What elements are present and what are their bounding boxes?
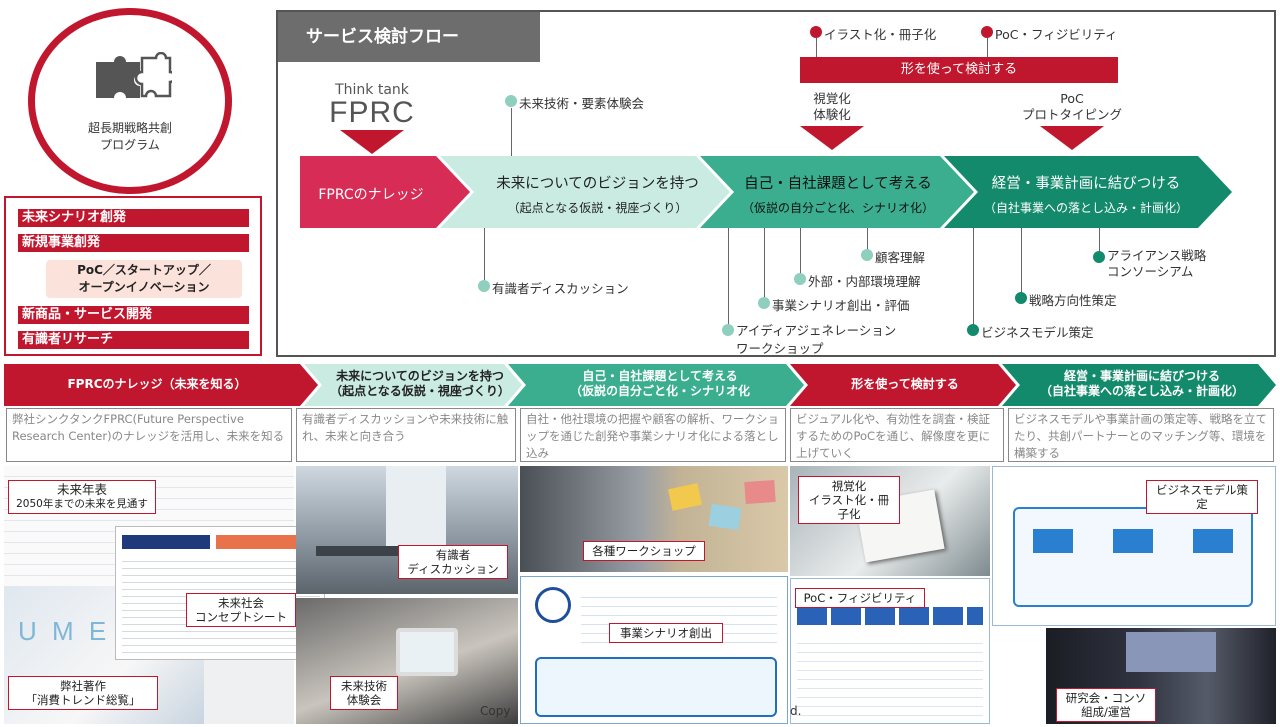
dot-icon [981, 26, 993, 38]
caption-bizmodel: ビジネスモデル策定 [1146, 480, 1258, 514]
phase-2: 未来についてのビジョンを持つ（起点となる仮説・視座づくり） [330, 369, 510, 398]
dot-icon [810, 26, 822, 38]
caption-workshop: 各種ワークショップ [583, 541, 705, 561]
label-strategy: 戦略方向性策定 [1029, 293, 1117, 308]
puzzle-icon [96, 52, 172, 98]
phase-3: 自己・自社課題として考える（仮説の自分ごと化・シナリオ化 [569, 369, 750, 398]
flow-seg3-label: 自己・自社課題として考える （仮説の自分ごと化、シナリオ化） [741, 176, 934, 215]
label-poc-feas: PoC・フィジビリティ [995, 27, 1118, 42]
list-item-expert-research: 有識者リサーチ [18, 331, 249, 349]
caption-expert: 有識者ディスカッション [398, 545, 508, 579]
flow-segment-1 [300, 156, 470, 228]
phase-4: 形を使って検討する [851, 377, 959, 391]
dot-icon [794, 273, 806, 285]
flow-seg4-label: 経営・事業計画に結びつける （自社事業への落とし込み・計画化） [983, 176, 1188, 215]
dot-icon [1093, 251, 1105, 263]
connector-line [987, 38, 988, 57]
label-bizmodel: ビジネスモデル策定 [981, 325, 1094, 340]
connector-line [1021, 228, 1022, 298]
dot-icon [505, 95, 517, 107]
connector-line [1099, 228, 1100, 254]
connector-line [800, 228, 801, 273]
connector-line [764, 228, 765, 298]
dot-icon [478, 280, 490, 292]
connector-line [511, 108, 512, 158]
flow-segment-2 [440, 156, 730, 228]
program-title: 超長期戦略共創 プログラム [87, 121, 172, 152]
service-flow-frame [276, 10, 1276, 357]
caption-book: 弊社著作「消費トレンド総覧」 [8, 676, 158, 710]
flow-title: サービス検討フロー [278, 12, 540, 62]
label-future-tech: 未来技術・要素体験会 [519, 96, 645, 111]
desc-phase-1: 弊社シンクタンクFPRC(Future Perspective Research… [6, 408, 292, 462]
dot-icon [722, 324, 734, 336]
label-visualize: 視覚化体験化 [813, 91, 851, 122]
poc-down-arrow [1040, 126, 1104, 150]
connector-line [867, 228, 868, 250]
copyright-text: Copy [480, 704, 511, 718]
visualize-down-arrow [800, 126, 864, 150]
desc-phase-5: ビジネスモデルや事業計画の策定等、戦略を立てたり、共創パートナーとのマッチング等… [1008, 408, 1274, 462]
dot-icon [967, 324, 979, 336]
program-circle [28, 8, 232, 194]
list-item-poc: PoC／スタートアップ／ オープンイノベーション [46, 260, 242, 298]
desc-phase-3: 自社・他社環境の把握や顧客の解析、ワークショップを通じた創発や事業シナリオ化によ… [520, 408, 786, 462]
photo-study-group [1046, 628, 1276, 724]
label-expert-discussion: 有識者ディスカッション [492, 281, 629, 296]
caption-tech: 未来技術体験会 [330, 676, 398, 710]
label-environment: 外部・内部環境理解 [808, 274, 921, 289]
service-list-box: 未来シナリオ創発 新規事業創発 PoC／スタートアップ／ オープンイノベーション… [4, 196, 262, 356]
caption-poc: PoC・フィジビリティ [795, 588, 925, 608]
desc-phase-2: 有識者ディスカッションや未来技術に触れ、未来と向き合う [296, 408, 516, 462]
connector-line [816, 38, 817, 57]
caption-visualize: 視覚化イラスト化・冊子化 [798, 476, 900, 524]
flow-segment-4 [944, 156, 1232, 228]
phase-arrow-band [4, 364, 1276, 406]
label-idea-workshop: アイディアジェネレーションワークショップ [736, 323, 897, 356]
connector-line [973, 228, 974, 325]
list-item-future-scenario: 未来シナリオ創発 [18, 209, 249, 227]
fprc-down-arrow [340, 130, 404, 154]
flow-seg1-label: FPRCのナレッジ [318, 187, 424, 203]
list-item-new-business: 新規事業創発 [18, 234, 249, 252]
connector-line [484, 228, 485, 280]
caption-scenario: 事業シナリオ創出 [609, 623, 723, 643]
dot-icon [1015, 292, 1027, 304]
label-scenario: 事業シナリオ創出・評価 [772, 298, 910, 313]
label-illust: イラスト化・冊子化 [824, 27, 937, 42]
flow-seg2-label: 未来についてのビジョンを持つ （起点となる仮説・視座づくり） [496, 176, 699, 215]
flow-arrow-band [300, 156, 1232, 228]
dot-icon [861, 249, 873, 261]
caption-nenpyo: 未来年表 2050年までの未来を見通す [8, 480, 156, 514]
photo-scenario [520, 576, 788, 724]
dot-icon [758, 297, 770, 309]
label-customer: 顧客理解 [875, 250, 926, 265]
desc-phase-4: ビジュアル化や、有効性を調査・検証するためのPoCを通じ、解像度を更に上げていく [790, 408, 1004, 462]
caption-study: 研究会・コンソ組成/運営 [1056, 688, 1156, 722]
label-alliance: アライアンス戦略コンソーシアム [1107, 248, 1207, 279]
connector-line [728, 228, 729, 325]
phase-1: FPRCのナレッジ（未来を知る） [67, 377, 247, 391]
copyright-tail: d. [790, 704, 802, 718]
list-item-product-dev: 新商品・サービス開発 [18, 306, 249, 324]
fprc-logo: Think tank FPRC [329, 82, 415, 129]
shape-review-band: 形を使って検討する [800, 57, 1118, 83]
phase-5: 経営・事業計画に結びつける（自社事業への落とし込み・計画化） [1039, 369, 1244, 398]
flow-segment-3 [700, 156, 974, 228]
caption-concept: 未来社会コンセプトシート [186, 593, 296, 627]
